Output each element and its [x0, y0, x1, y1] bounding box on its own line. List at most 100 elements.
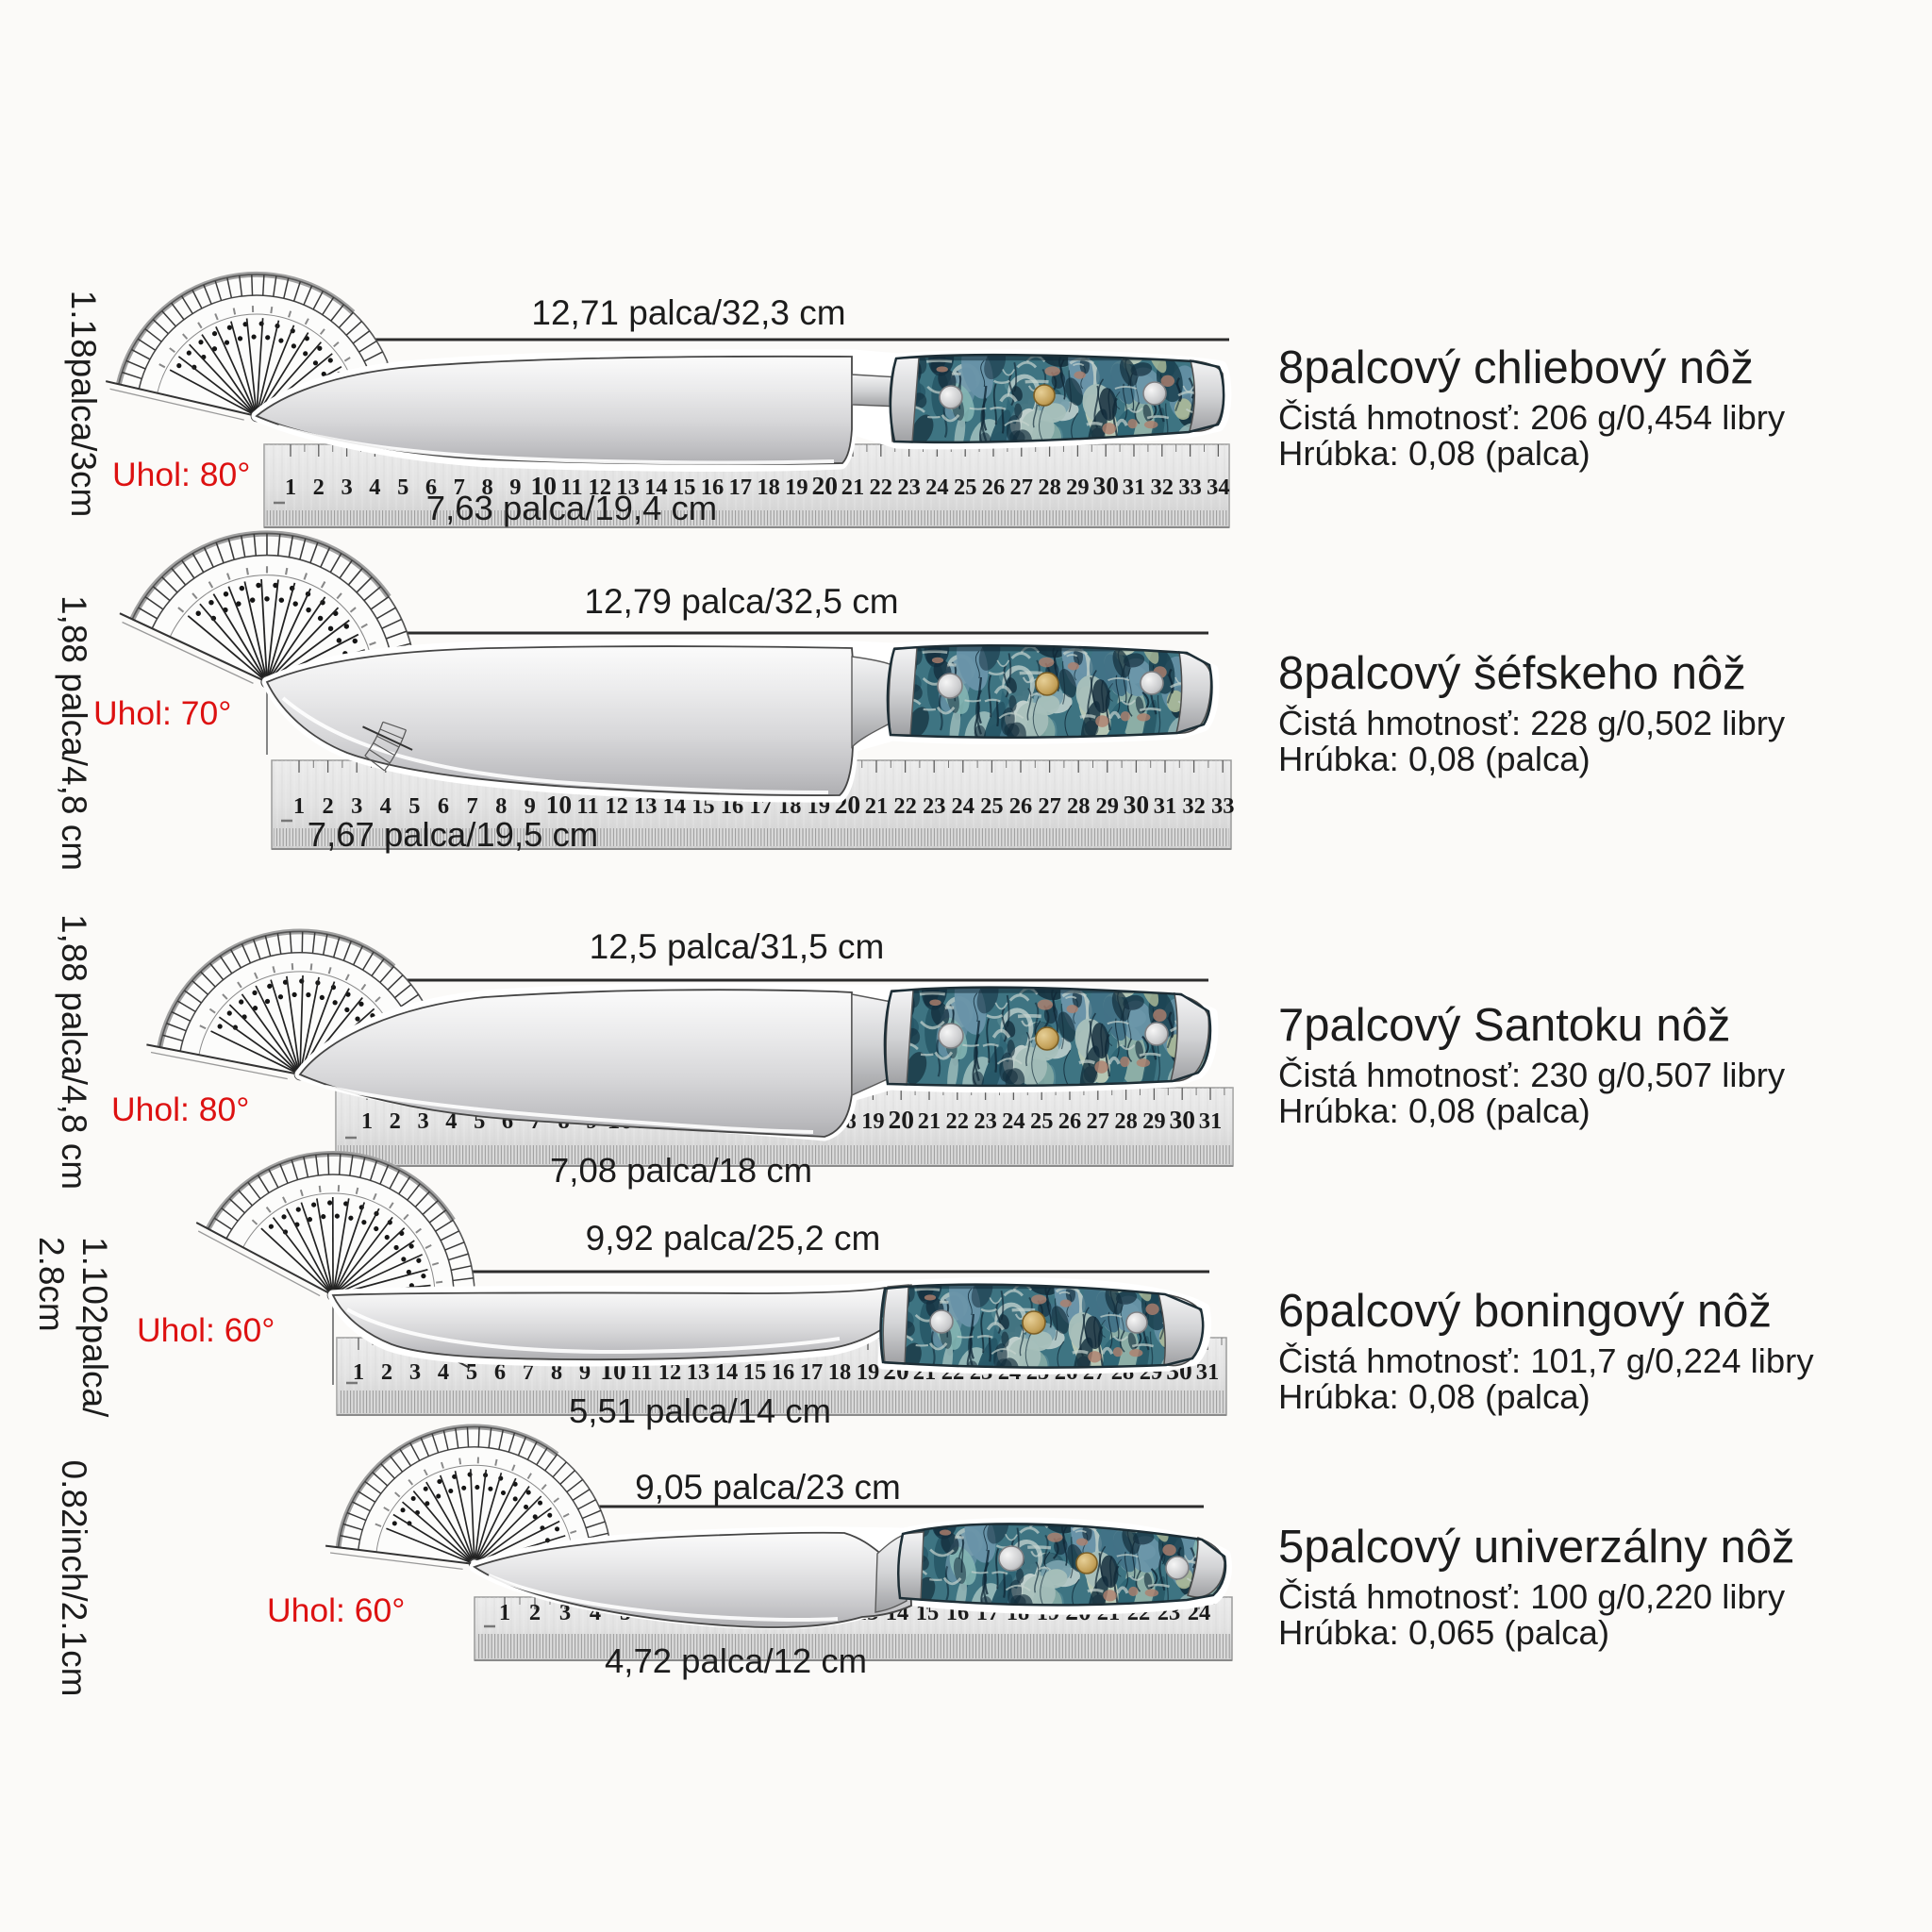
svg-text:27: 27: [1038, 793, 1061, 819]
svg-text:7: 7: [466, 793, 477, 819]
svg-text:Uhol: 60°: Uhol: 60°: [137, 1311, 275, 1349]
svg-text:12,71 palca/32,3 cm: 12,71 palca/32,3 cm: [531, 293, 845, 332]
svg-text:25: 25: [980, 793, 1004, 819]
svg-text:4: 4: [445, 1108, 457, 1134]
svg-text:29: 29: [1096, 793, 1120, 819]
svg-text:5: 5: [408, 793, 420, 819]
svg-text:33: 33: [1178, 475, 1202, 500]
svg-text:17: 17: [800, 1359, 824, 1385]
svg-text:30: 30: [1169, 1105, 1195, 1134]
svg-text:17: 17: [729, 475, 753, 500]
svg-text:8palcový chliebový nôž: 8palcový chliebový nôž: [1278, 342, 1754, 393]
svg-text:Uhol: 60°: Uhol: 60°: [267, 1591, 405, 1629]
svg-text:3: 3: [559, 1600, 571, 1625]
svg-text:24: 24: [1002, 1108, 1025, 1134]
svg-text:12,79 palca/32,5 cm: 12,79 palca/32,5 cm: [584, 582, 898, 621]
svg-text:Uhol: 80°: Uhol: 80°: [111, 1091, 249, 1128]
svg-text:4: 4: [380, 793, 391, 819]
svg-text:16: 16: [772, 1359, 795, 1385]
svg-text:25: 25: [1030, 1108, 1054, 1134]
svg-text:9: 9: [509, 475, 521, 500]
svg-text:2: 2: [390, 1108, 401, 1134]
svg-text:1.18palca/3cm: 1.18palca/3cm: [64, 291, 103, 518]
svg-text:6: 6: [425, 475, 437, 500]
svg-text:33: 33: [1211, 793, 1235, 819]
svg-text:3: 3: [417, 1108, 428, 1134]
svg-text:8: 8: [481, 475, 492, 500]
svg-text:12,5 palca/31,5 cm: 12,5 palca/31,5 cm: [590, 927, 885, 966]
svg-text:23: 23: [897, 475, 921, 500]
svg-text:Hrúbka: 0,08 (palca): Hrúbka: 0,08 (palca): [1278, 1377, 1591, 1416]
svg-text:22: 22: [946, 1108, 970, 1134]
svg-text:11: 11: [576, 793, 598, 819]
svg-text:22: 22: [870, 475, 893, 500]
svg-text:30: 30: [1124, 790, 1150, 819]
svg-text:9: 9: [525, 793, 536, 819]
svg-text:3: 3: [341, 475, 352, 500]
svg-text:20: 20: [888, 1105, 914, 1134]
svg-text:15: 15: [673, 475, 696, 500]
svg-text:16: 16: [701, 475, 724, 500]
svg-text:32: 32: [1151, 475, 1174, 500]
svg-text:1: 1: [353, 1359, 364, 1385]
svg-text:6palcový boningový nôž: 6palcový boningový nôž: [1278, 1286, 1772, 1337]
svg-text:3: 3: [409, 1359, 421, 1385]
svg-text:2: 2: [322, 793, 333, 819]
svg-text:13: 13: [616, 475, 640, 500]
svg-text:23: 23: [923, 793, 946, 819]
svg-text:26: 26: [1058, 1108, 1082, 1134]
svg-text:8: 8: [495, 793, 507, 819]
svg-text:26: 26: [1009, 793, 1033, 819]
svg-text:22: 22: [893, 793, 917, 819]
svg-text:1: 1: [285, 475, 296, 500]
svg-text:5: 5: [397, 475, 408, 500]
svg-text:4,72 palca/12 cm: 4,72 palca/12 cm: [605, 1641, 867, 1680]
svg-text:21: 21: [918, 1108, 941, 1134]
svg-text:1: 1: [361, 1108, 373, 1134]
svg-text:7palcový Santoku nôž: 7palcový Santoku nôž: [1278, 1000, 1730, 1051]
svg-text:32: 32: [1182, 793, 1206, 819]
svg-text:5palcový univerzálny nôž: 5palcový univerzálny nôž: [1278, 1522, 1794, 1573]
svg-text:24: 24: [952, 793, 975, 819]
svg-text:7,67 palca/19,5 cm: 7,67 palca/19,5 cm: [308, 815, 598, 854]
svg-text:12: 12: [589, 475, 612, 500]
svg-text:12: 12: [605, 793, 628, 819]
svg-text:Hrúbka: 0,08 (palca): Hrúbka: 0,08 (palca): [1278, 740, 1591, 778]
svg-text:29: 29: [1142, 1108, 1166, 1134]
svg-text:5,51 palca/14 cm: 5,51 palca/14 cm: [569, 1391, 831, 1430]
svg-text:21: 21: [841, 475, 865, 500]
svg-text:Hrúbka: 0,08 (palca): Hrúbka: 0,08 (palca): [1278, 434, 1591, 473]
svg-text:Hrúbka: 0,08 (palca): Hrúbka: 0,08 (palca): [1278, 1091, 1591, 1130]
svg-text:Čistá hmotnosť: 230 g/0,507 li: Čistá hmotnosť: 230 g/0,507 libry: [1278, 1056, 1786, 1094]
svg-text:28: 28: [1067, 793, 1091, 819]
svg-text:1,88 palca/4,8 cm: 1,88 palca/4,8 cm: [55, 595, 93, 871]
svg-text:31: 31: [1154, 793, 1177, 819]
svg-text:1: 1: [499, 1600, 510, 1625]
svg-text:34: 34: [1207, 475, 1230, 500]
svg-text:2: 2: [381, 1359, 392, 1385]
svg-text:2.8cm: 2.8cm: [32, 1237, 71, 1332]
svg-text:10: 10: [530, 471, 557, 500]
svg-text:Čistá hmotnosť: 100 g/0,220 li: Čistá hmotnosť: 100 g/0,220 libry: [1278, 1577, 1786, 1616]
svg-text:0.82inch/2.1cm: 0.82inch/2.1cm: [55, 1460, 93, 1697]
svg-text:24: 24: [925, 475, 949, 500]
svg-text:6: 6: [438, 793, 449, 819]
svg-text:29: 29: [1066, 475, 1090, 500]
svg-text:2: 2: [313, 475, 325, 500]
svg-text:6: 6: [494, 1359, 506, 1385]
svg-text:27: 27: [1010, 475, 1034, 500]
svg-text:Čistá hmotnosť: 228 g/0,502 li: Čistá hmotnosť: 228 g/0,502 libry: [1278, 704, 1786, 742]
svg-text:1.102palca/: 1.102palca/: [75, 1237, 114, 1418]
svg-text:4: 4: [369, 475, 380, 500]
svg-text:31: 31: [1199, 1108, 1223, 1134]
svg-text:9,92 palca/25,2 cm: 9,92 palca/25,2 cm: [586, 1219, 881, 1257]
svg-text:19: 19: [785, 475, 808, 500]
svg-text:7: 7: [454, 475, 465, 500]
svg-text:28: 28: [1038, 475, 1061, 500]
svg-text:5: 5: [466, 1359, 477, 1385]
svg-text:19: 19: [861, 1108, 885, 1134]
svg-text:Čistá hmotnosť: 101,7 g/0,224: Čistá hmotnosť: 101,7 g/0,224 libry: [1278, 1341, 1814, 1380]
svg-text:14: 14: [715, 1359, 739, 1385]
svg-text:1,88 palca/4,8 cm: 1,88 palca/4,8 cm: [55, 914, 93, 1190]
svg-text:2: 2: [529, 1600, 541, 1625]
